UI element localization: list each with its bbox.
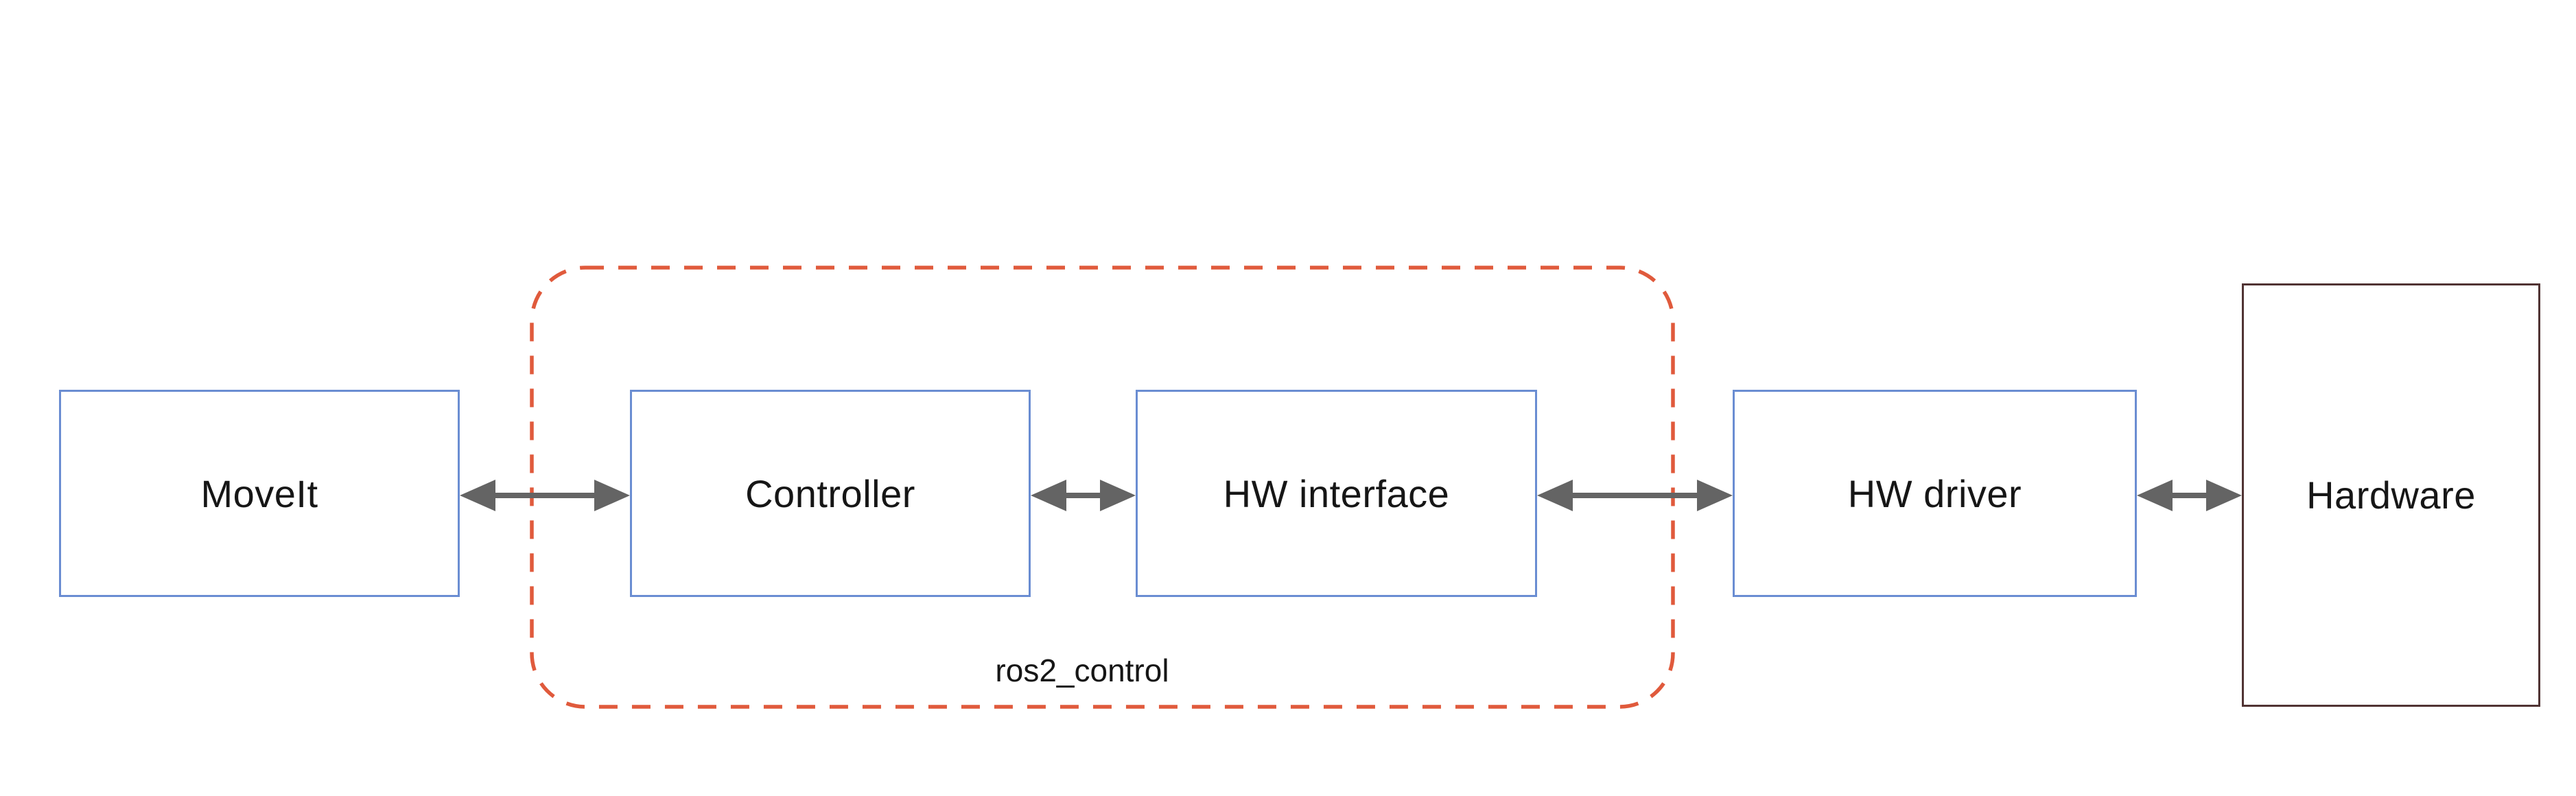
double-arrow-icon: [460, 480, 630, 511]
node-controller: Controller: [630, 390, 1031, 597]
double-arrow-icon: [2137, 480, 2242, 511]
node-moveit-label: MoveIt: [200, 471, 318, 515]
node-hw-driver-label: HW driver: [1847, 471, 2022, 515]
ros2-control-group-border: [530, 266, 1675, 709]
node-moveit: MoveIt: [59, 390, 460, 597]
double-arrow-icon: [1031, 480, 1136, 511]
node-hardware: Hardware: [2242, 283, 2540, 707]
ros2-control-label: ros2_control: [995, 653, 1169, 688]
node-hardware-label: Hardware: [2306, 473, 2476, 517]
double-arrow-icon: [1537, 480, 1733, 511]
node-controller-label: Controller: [745, 471, 915, 515]
node-hw-interface-label: HW interface: [1223, 471, 1450, 515]
node-hw-interface: HW interface: [1136, 390, 1537, 597]
node-hw-driver: HW driver: [1733, 390, 2137, 597]
